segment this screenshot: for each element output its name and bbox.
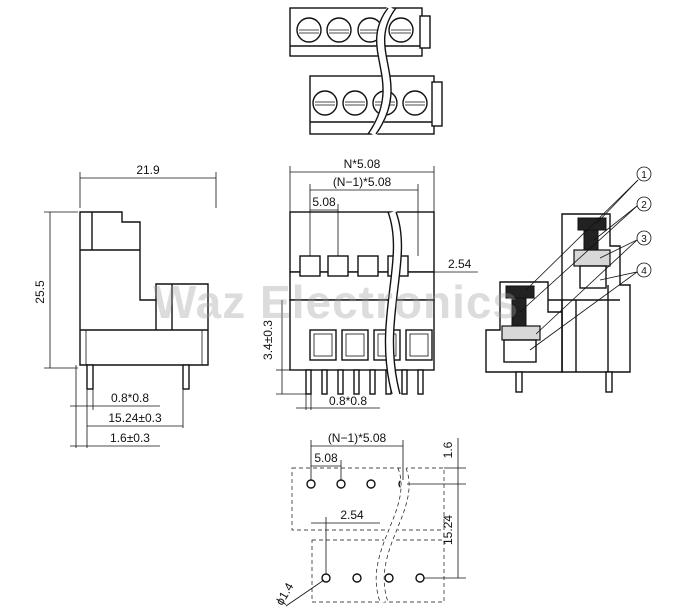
- front-view: N*5.08 (N−1)*5.08 5.08 2.54 3.4±0.3 0.8*…: [261, 157, 478, 410]
- dim-pitch-side: 15.24±0.3: [108, 411, 162, 425]
- pcb-layout-view: (N−1)*5.08 5.08 2.54 1.6 15.24 ϕ1.4: [273, 431, 466, 608]
- watermark: Waz Electronics: [153, 276, 519, 328]
- dim-offset-pcb: 2.54: [340, 508, 364, 522]
- svg-text:4: 4: [641, 266, 647, 277]
- section-view: 1 2 3 4: [485, 166, 652, 393]
- dim-pin-length-front: 3.4±0.3: [261, 320, 275, 360]
- dim-top-pcb: 1.6: [441, 441, 455, 458]
- svg-text:3: 3: [641, 234, 647, 245]
- callout-1: 1: [525, 166, 652, 291]
- top-screw-row-lower: [312, 90, 428, 116]
- dim-offset-side: 1.6±0.3: [110, 431, 150, 445]
- dim-offset-front: 2.54: [448, 257, 472, 271]
- callout-3: 3: [535, 230, 652, 335]
- dim-width-side: 21.9: [136, 163, 160, 177]
- callout-2: 2: [519, 196, 652, 313]
- dim-pin-front: 0.8*0.8: [329, 394, 367, 408]
- pcb-holes-lower: [321, 573, 425, 583]
- dim-height-side: 25.5: [33, 280, 47, 304]
- side-view: 21.9 25.5 0.8*0.8 15.24±0.3 1.6±0.3: [33, 163, 217, 448]
- dim-pin-side: 0.8*0.8: [111, 391, 149, 405]
- dim-pitch-pcb: 5.08: [314, 451, 338, 465]
- dim-total-front: N*5.08: [344, 157, 381, 171]
- dim-pitch-n1-pcb: (N−1)*5.08: [328, 431, 387, 445]
- pcb-holes-upper: [306, 479, 408, 489]
- svg-text:1: 1: [641, 170, 647, 181]
- top-screw-row-upper: [296, 17, 414, 43]
- dim-hole-pcb: ϕ1.4: [273, 580, 297, 608]
- dim-row-pcb: 15.24: [441, 515, 455, 545]
- top-view: [289, 5, 443, 137]
- front-pins: [305, 369, 424, 395]
- callout-4: 4: [529, 262, 652, 351]
- dim-pitch-front: 5.08: [312, 195, 336, 209]
- svg-text:2: 2: [641, 200, 647, 211]
- dim-pitch-n1-front: (N−1)*5.08: [333, 175, 392, 189]
